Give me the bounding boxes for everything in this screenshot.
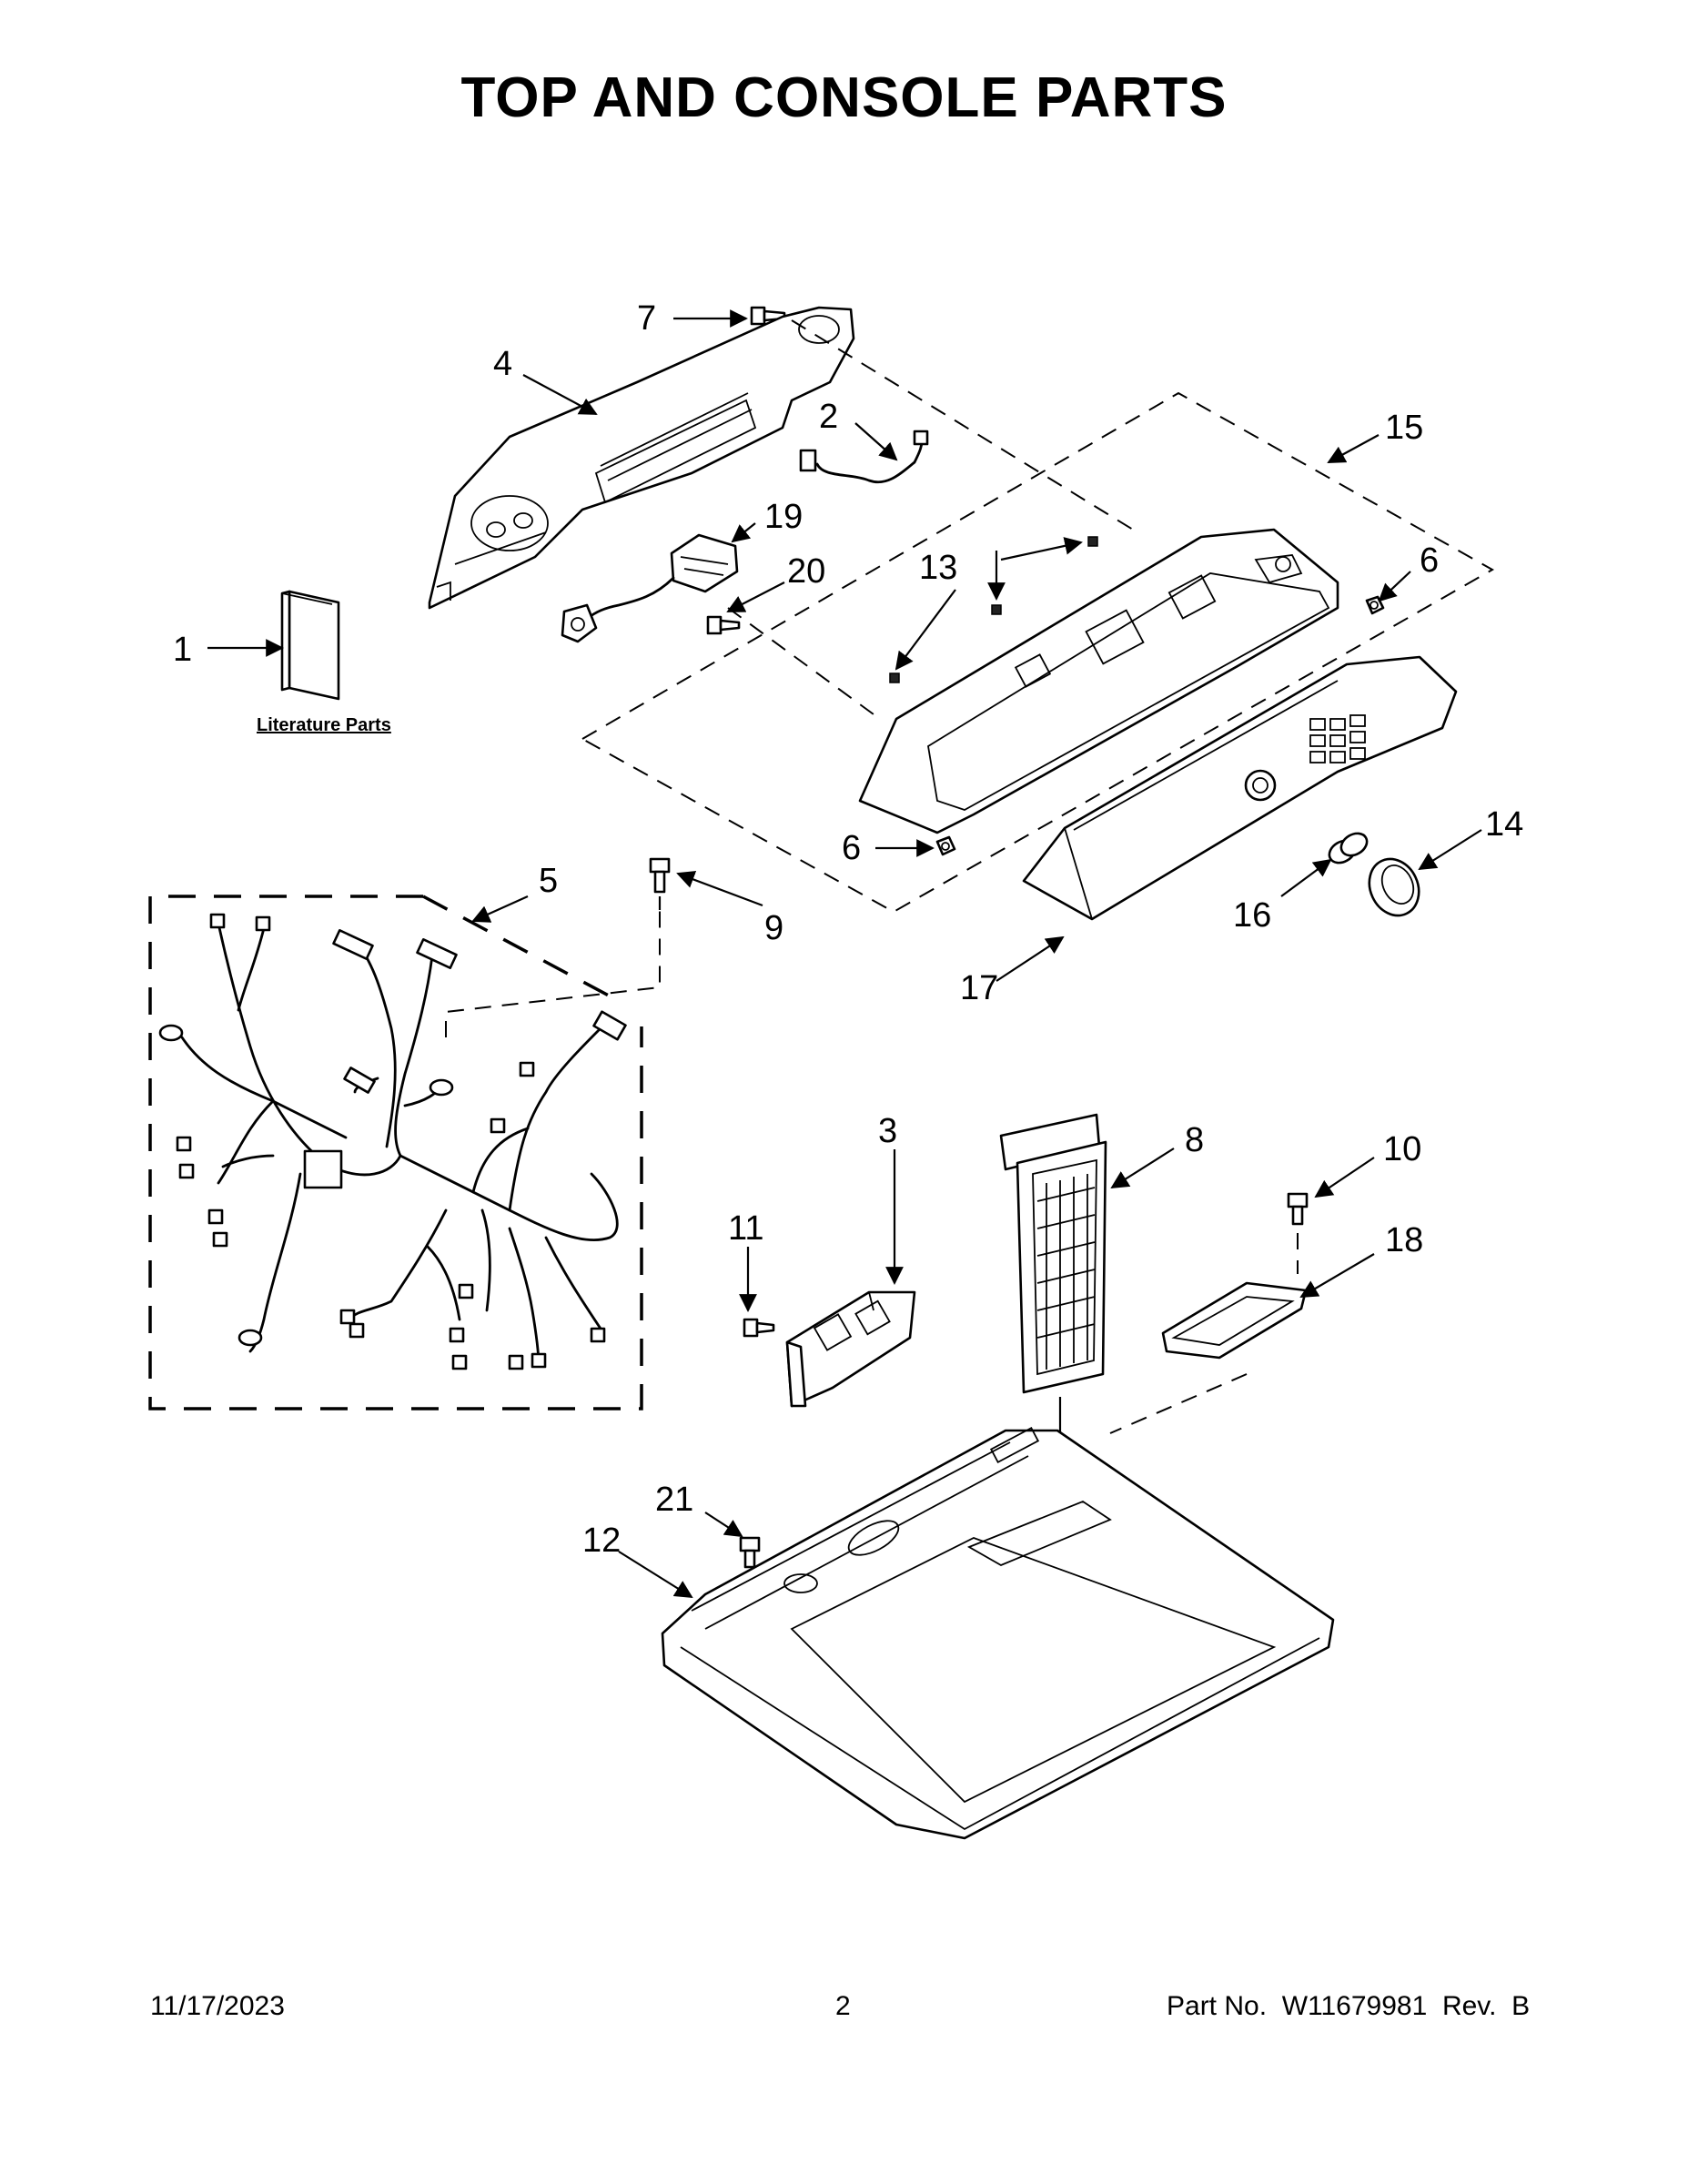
- arrow-4: [522, 374, 598, 415]
- console-front-panel-part: [1022, 655, 1458, 921]
- arrow-13b: [895, 589, 956, 671]
- main-wire-harness-part: [158, 913, 627, 1370]
- callout-3: 3: [878, 1112, 897, 1150]
- callout-17: 17: [960, 969, 998, 1007]
- callout-16: 16: [1233, 896, 1271, 935]
- arrow-10: [1314, 1157, 1375, 1198]
- callout-5: 5: [539, 862, 558, 900]
- callout-6-lower: 6: [842, 829, 861, 867]
- footer-page-number: 2: [835, 1991, 851, 2021]
- callout-21: 21: [655, 1481, 693, 1519]
- screw-9-part: [649, 857, 671, 894]
- page-title: TOP AND CONSOLE PARTS: [460, 66, 1228, 129]
- screw-10-part: [1287, 1192, 1309, 1226]
- arrow-15: [1327, 434, 1380, 463]
- leader-arrows: [207, 309, 1482, 1599]
- callout-labels: 1 2 3 4 5 6 6 7 8 9 10 11 12 13 14 15 16…: [173, 299, 1523, 1560]
- guide-line-lint-cover-to-top: [1109, 1373, 1248, 1434]
- wire-harness-2-part: [799, 430, 929, 484]
- screw-11-part: [743, 1318, 775, 1338]
- clip-6-lower-part: [935, 835, 956, 856]
- guide-line-board-to-panel: [727, 607, 874, 715]
- literature-parts-label: Literature Parts: [257, 715, 391, 735]
- arrow-14: [1418, 829, 1482, 871]
- knob-part: [1328, 832, 1369, 864]
- arrow-9: [676, 871, 763, 907]
- callout-15: 15: [1385, 409, 1423, 447]
- guide-line-harness-to-screw: [445, 910, 661, 1037]
- screw-20-part: [706, 615, 741, 635]
- knob-ring-part: [1368, 857, 1420, 917]
- callout-13: 13: [919, 549, 957, 587]
- control-board-part: [561, 533, 739, 643]
- arrow-19: [731, 522, 756, 543]
- arrow-8: [1110, 1148, 1175, 1189]
- callout-2: 2: [819, 398, 838, 436]
- callout-12: 12: [582, 1522, 621, 1560]
- arrow-20: [726, 581, 785, 612]
- arrow-2: [854, 422, 898, 461]
- harness-5-outline-diagonal: [422, 895, 620, 1003]
- callout-18: 18: [1385, 1221, 1423, 1259]
- arrow-5: [471, 895, 529, 923]
- arrow-18: [1299, 1253, 1375, 1299]
- arrow-13c: [1000, 537, 1083, 561]
- callout-7: 7: [637, 299, 656, 338]
- literature-parts-part: [280, 590, 340, 701]
- callout-1: 1: [173, 631, 192, 669]
- top-panel-part: [661, 1426, 1335, 1840]
- lint-cover-part: [1161, 1281, 1308, 1360]
- screw-21-part: [739, 1536, 761, 1569]
- harness-5-outline: [148, 895, 643, 1410]
- callout-14: 14: [1485, 805, 1523, 844]
- callout-4: 4: [493, 345, 512, 383]
- callout-20: 20: [787, 552, 825, 591]
- callout-19: 19: [764, 498, 803, 536]
- bracket-part: [785, 1290, 916, 1408]
- footer-date: 11/17/2023: [150, 1991, 285, 2021]
- kit-15-outline: [580, 391, 1495, 914]
- callout-11: 11: [728, 1209, 763, 1248]
- clip-13-parts: [889, 536, 1098, 683]
- console-panel-frame-part: [858, 528, 1339, 834]
- callout-9: 9: [764, 909, 783, 947]
- callout-8: 8: [1185, 1121, 1204, 1159]
- footer-part-number: Part No. W11679981 Rev. B: [1167, 1991, 1531, 2021]
- callout-6-upper: 6: [1420, 541, 1439, 580]
- guide-line-console-to-panel: [791, 319, 1138, 533]
- arrow-16: [1280, 858, 1332, 897]
- arrow-6-upper: [1378, 571, 1411, 602]
- screw-7-part: [750, 306, 786, 326]
- arrow-17: [996, 935, 1065, 982]
- button-grid-detail: [1309, 714, 1366, 763]
- arrow-12: [618, 1551, 693, 1599]
- console-back-part: [428, 306, 855, 610]
- lint-screen-part: [999, 1113, 1107, 1394]
- callout-10: 10: [1383, 1130, 1421, 1168]
- arrow-21: [704, 1512, 743, 1538]
